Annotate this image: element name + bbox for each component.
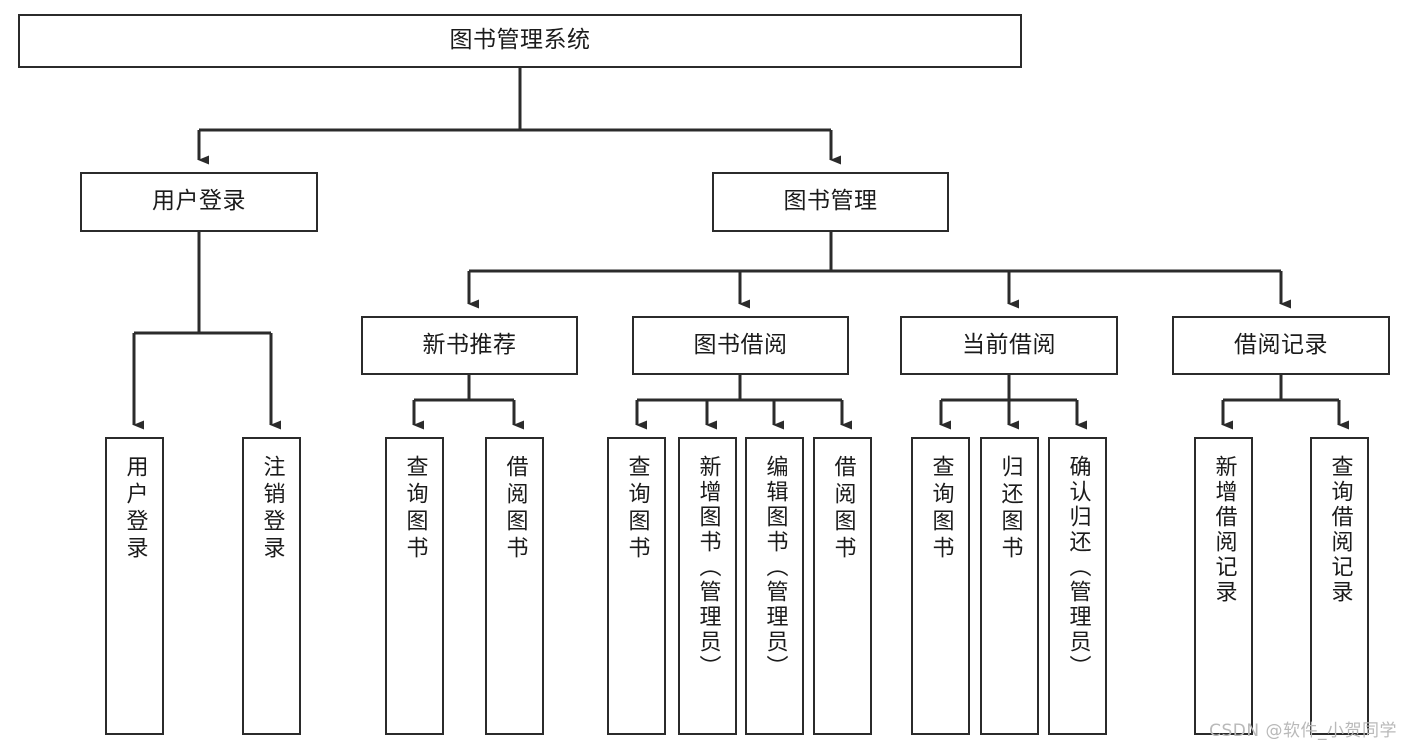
node-label: 查询图书 <box>402 455 428 563</box>
node-label: 编辑图书（管理员） <box>762 455 788 680</box>
node-label: 归还图书 <box>997 455 1023 563</box>
node-label: 用户登录 <box>122 455 148 563</box>
node-label: 借阅记录 <box>1234 331 1328 358</box>
node-new-book-recommend[interactable]: 新书推荐 <box>361 316 578 375</box>
node-leaf-borrow-book[interactable]: 借阅图书 <box>813 437 872 735</box>
node-label: 新书推荐 <box>422 331 517 358</box>
node-label: 新增借阅记录 <box>1211 455 1237 605</box>
node-book-borrow[interactable]: 图书借阅 <box>632 316 849 375</box>
node-label: 用户登录 <box>152 188 246 215</box>
node-label: 新增图书（管理员） <box>695 455 721 680</box>
node-leaf-query-book-recommend[interactable]: 查询图书 <box>385 437 444 735</box>
node-leaf-query-borrow-record[interactable]: 查询借阅记录 <box>1310 437 1369 735</box>
node-leaf-logout[interactable]: 注销登录 <box>242 437 301 735</box>
node-leaf-add-borrow-record[interactable]: 新增借阅记录 <box>1194 437 1253 735</box>
node-label: 确认归还（管理员） <box>1065 455 1091 680</box>
node-leaf-confirm-return-admin[interactable]: 确认归还（管理员） <box>1048 437 1107 735</box>
node-leaf-return-book[interactable]: 归还图书 <box>980 437 1039 735</box>
node-label: 借阅图书 <box>502 455 528 563</box>
node-label: 当前借阅 <box>962 331 1056 358</box>
node-root-book-management-system[interactable]: 图书管理系统 <box>18 14 1022 68</box>
node-label: 注销登录 <box>259 455 285 563</box>
node-borrow-record[interactable]: 借阅记录 <box>1172 316 1390 375</box>
node-book-management[interactable]: 图书管理 <box>712 172 949 232</box>
node-label: 图书管理系统 <box>449 27 591 54</box>
node-label: 图书借阅 <box>693 331 788 358</box>
node-leaf-borrow-book-recommend[interactable]: 借阅图书 <box>485 437 544 735</box>
node-leaf-user-login[interactable]: 用户登录 <box>105 437 164 735</box>
node-leaf-query-book-borrow[interactable]: 查询图书 <box>607 437 666 735</box>
node-label: 查询借阅记录 <box>1327 455 1353 605</box>
node-label: 查询图书 <box>624 455 650 563</box>
node-label: 借阅图书 <box>830 455 856 563</box>
node-leaf-edit-book-admin[interactable]: 编辑图书（管理员） <box>745 437 804 735</box>
watermark-text: CSDN @软件_小贺同学 <box>1209 721 1397 741</box>
node-current-borrow[interactable]: 当前借阅 <box>900 316 1118 375</box>
node-leaf-add-book-admin[interactable]: 新增图书（管理员） <box>678 437 737 735</box>
node-label: 查询图书 <box>928 455 954 563</box>
node-label: 图书管理 <box>783 188 878 215</box>
node-leaf-query-book-current[interactable]: 查询图书 <box>911 437 970 735</box>
node-user-login[interactable]: 用户登录 <box>80 172 318 232</box>
